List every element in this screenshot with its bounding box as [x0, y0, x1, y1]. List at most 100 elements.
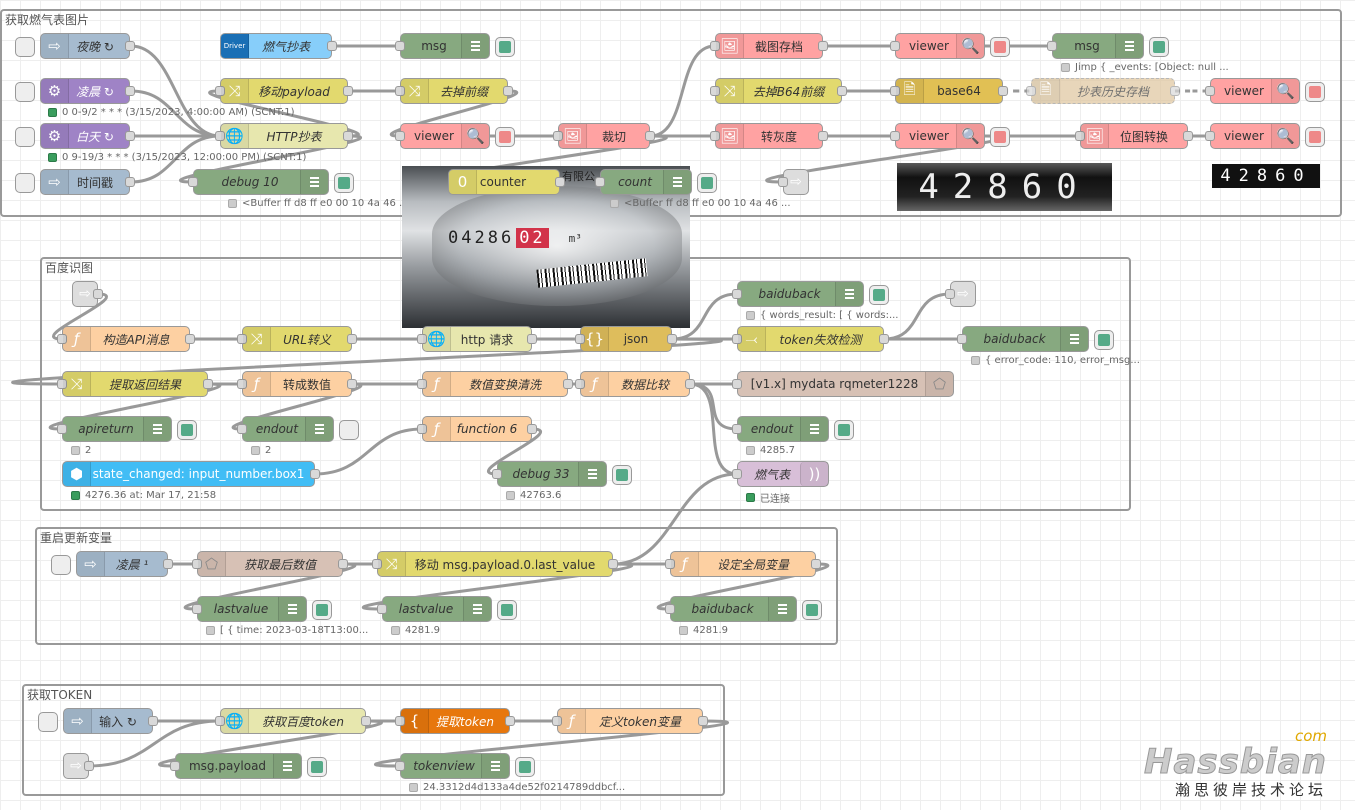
input-port[interactable]	[372, 559, 382, 569]
cron-node-lingchen[interactable]: ⚙凌晨 ↻	[15, 78, 135, 104]
debug-toggle[interactable]	[802, 600, 822, 620]
viewer-toggle[interactable]	[1305, 127, 1325, 147]
debug-node-baiduback1[interactable]: baiduback	[732, 281, 889, 307]
image-node-weitu[interactable]: 🖼位图转换	[1075, 123, 1193, 149]
output-port[interactable]	[698, 716, 708, 726]
viewer-toggle[interactable]	[990, 127, 1010, 147]
input-port[interactable]	[395, 41, 405, 51]
input-port[interactable]	[890, 86, 900, 96]
image-node-caiqie[interactable]: 🖼裁切	[553, 123, 655, 149]
input-port[interactable]	[237, 334, 247, 344]
viewer-node-viewer3[interactable]: viewer🔍	[890, 123, 1010, 149]
link-node-in1[interactable]: ⇨	[72, 281, 103, 307]
output-port[interactable]	[527, 334, 537, 344]
input-port[interactable]	[1075, 131, 1085, 141]
input-port[interactable]	[890, 41, 900, 51]
inject-button[interactable]	[15, 82, 35, 102]
debug-toggle[interactable]	[307, 757, 327, 777]
output-port[interactable]	[125, 177, 135, 187]
debug-node-count[interactable]: count	[595, 169, 717, 195]
viewer-node-viewer2[interactable]: viewer🔍	[890, 33, 1010, 59]
output-port[interactable]	[125, 86, 135, 96]
mysql-node-mydata[interactable]: [v1.x] mydata rqmeter1228⬠	[732, 371, 954, 397]
output-port[interactable]	[125, 131, 135, 141]
output-port[interactable]	[347, 379, 357, 389]
output-port[interactable]	[555, 177, 565, 187]
change-node-url[interactable]: ⤨URL转义	[237, 326, 357, 352]
input-port[interactable]	[1047, 41, 1057, 51]
output-port[interactable]	[338, 559, 348, 569]
input-port[interactable]	[732, 379, 742, 389]
output-port[interactable]	[93, 289, 103, 299]
input-port[interactable]	[732, 334, 742, 344]
input-port[interactable]	[710, 131, 720, 141]
output-port[interactable]	[203, 379, 213, 389]
output-port[interactable]	[185, 334, 195, 344]
viewer-node-viewer5[interactable]: viewer🔍	[1205, 123, 1325, 149]
input-port[interactable]	[1026, 86, 1036, 96]
base64-node[interactable]: 🗎base64	[890, 78, 1008, 104]
change-node-yidong2[interactable]: ⤨移动 msg.payload.0.last_value	[372, 551, 618, 577]
image-node-jietu[interactable]: 🖼截图存档	[710, 33, 828, 59]
http-node-http-chaobiao[interactable]: 🌐HTTP抄表	[215, 123, 353, 149]
input-port[interactable]	[377, 604, 387, 614]
input-port[interactable]	[492, 469, 502, 479]
switch-node-token[interactable]: ⤙token失效检测	[732, 326, 889, 352]
input-port[interactable]	[237, 379, 247, 389]
input-port[interactable]	[188, 177, 198, 187]
debug-node-debug33[interactable]: debug 33	[492, 461, 632, 487]
link-node-out2[interactable]: ⇨	[945, 281, 976, 307]
change-node-yidongpayload[interactable]: ⤨移动payload	[215, 78, 353, 104]
output-port[interactable]	[645, 131, 655, 141]
debug-toggle[interactable]	[334, 173, 354, 193]
link-node-out1[interactable]: ⇨	[778, 169, 809, 195]
input-port[interactable]	[57, 334, 67, 344]
cron-node-baitian[interactable]: ⚙白天 ↻	[15, 123, 135, 149]
image-node-zhuanhui[interactable]: 🖼转灰度	[710, 123, 828, 149]
input-port[interactable]	[890, 131, 900, 141]
inject-node-shuru[interactable]: ⇨输入 ↻	[38, 708, 158, 734]
debug-toggle[interactable]	[869, 285, 889, 305]
output-port[interactable]	[818, 41, 828, 51]
input-port[interactable]	[395, 716, 405, 726]
link-node-in2[interactable]: ⇨	[63, 753, 94, 779]
output-port[interactable]	[998, 86, 1008, 96]
output-port[interactable]	[327, 41, 337, 51]
viewer-toggle[interactable]	[1305, 82, 1325, 102]
debug-node-msg2[interactable]: msg	[1047, 33, 1169, 59]
input-port[interactable]	[1205, 86, 1215, 96]
debug-toggle[interactable]	[497, 600, 517, 620]
output-port[interactable]	[505, 716, 515, 726]
change-node-quB64[interactable]: ⤨去掉B64前缀	[710, 78, 847, 104]
input-port[interactable]	[552, 716, 562, 726]
input-port[interactable]	[665, 604, 675, 614]
debug-node-debug10[interactable]: debug 10	[188, 169, 354, 195]
debug-node-endout1[interactable]: endout	[237, 416, 359, 442]
debug-node-endout2[interactable]: endout	[732, 416, 854, 442]
input-port[interactable]	[192, 604, 202, 614]
input-port[interactable]	[665, 559, 675, 569]
output-port[interactable]	[347, 334, 357, 344]
debug-node-msg1[interactable]: msg	[395, 33, 515, 59]
input-port[interactable]	[57, 379, 67, 389]
input-port[interactable]	[215, 86, 225, 96]
input-port[interactable]	[575, 334, 585, 344]
output-port[interactable]	[608, 559, 618, 569]
output-port[interactable]	[361, 716, 371, 726]
input-port[interactable]	[417, 379, 427, 389]
debug-toggle[interactable]	[515, 757, 535, 777]
input-port[interactable]	[710, 86, 720, 96]
input-port[interactable]	[732, 289, 742, 299]
debug-node-lastvalue1[interactable]: lastvalue	[192, 596, 332, 622]
ha-node-state-changed[interactable]: ⬢state_changed: input_number.box1	[62, 461, 320, 487]
json-node[interactable]: {}json	[575, 326, 677, 352]
inject-button[interactable]	[15, 37, 35, 57]
input-port[interactable]	[417, 334, 427, 344]
output-port[interactable]	[837, 86, 847, 96]
input-port[interactable]	[417, 424, 427, 434]
output-port[interactable]	[667, 334, 677, 344]
